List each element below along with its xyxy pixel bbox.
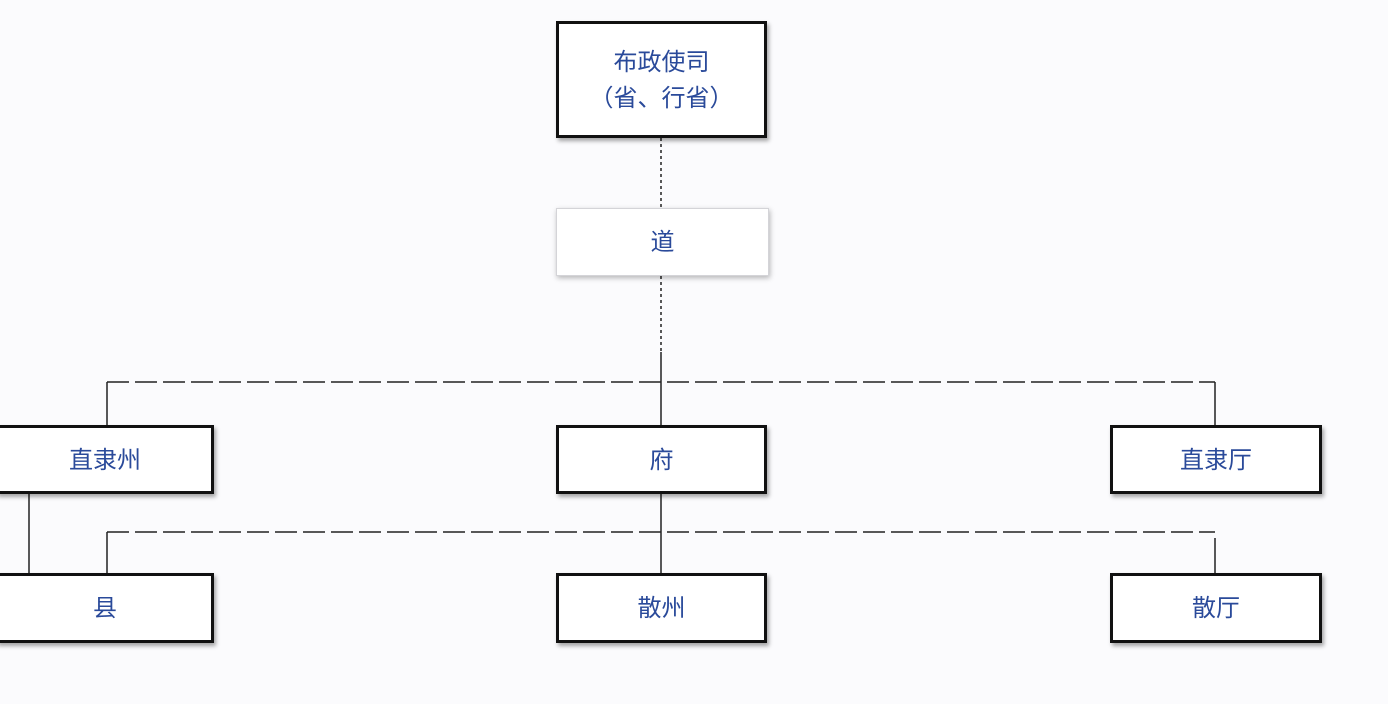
- node-san-ting: 散厅: [1110, 573, 1322, 643]
- node-circuit-label: 道: [650, 228, 675, 256]
- node-province-line2: （省、行省）: [589, 83, 734, 112]
- node-circuit: 道: [556, 208, 769, 276]
- node-direct-zhou-label: 直隶州: [69, 445, 141, 474]
- node-san-zhou: 散州: [556, 573, 767, 643]
- node-province: 布政使司 （省、行省）: [556, 21, 767, 138]
- node-direct-ting: 直隶厅: [1110, 425, 1322, 494]
- node-prefecture-label: 府: [649, 445, 674, 474]
- node-county-label: 县: [93, 594, 117, 622]
- node-province-line1: 布政使司: [613, 47, 710, 76]
- node-county: 县: [0, 573, 214, 643]
- node-san-zhou-label: 散州: [637, 594, 686, 622]
- node-prefecture: 府: [556, 425, 767, 494]
- node-direct-ting-label: 直隶厅: [1180, 445, 1252, 474]
- node-direct-zhou: 直隶州: [0, 425, 214, 494]
- node-san-ting-label: 散厅: [1192, 594, 1240, 622]
